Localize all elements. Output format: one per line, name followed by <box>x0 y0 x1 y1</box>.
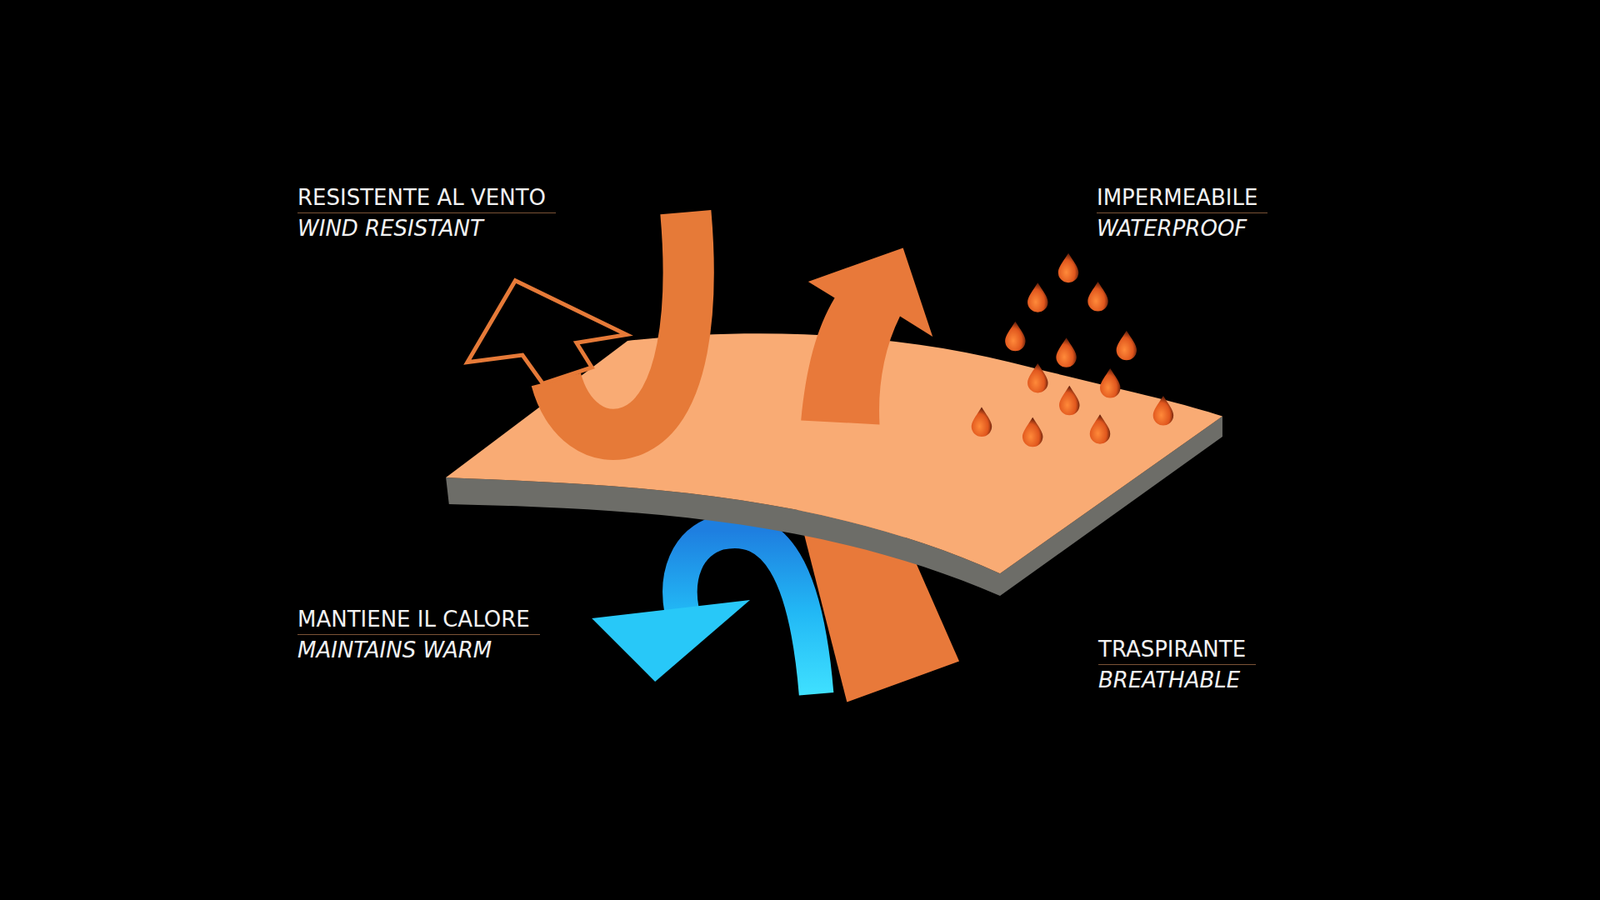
warm-arrow-head <box>591 600 750 682</box>
english-label: MAINTAINS WARM <box>297 635 540 665</box>
water-drop <box>1116 330 1137 361</box>
water-drop <box>1027 282 1048 313</box>
water-drop <box>1058 253 1079 284</box>
label-group: TRASPIRANTEBREATHABLE <box>1098 634 1256 695</box>
water-drop <box>1153 395 1174 426</box>
wind-arrow-head <box>467 280 627 385</box>
english-label: WATERPROOF <box>1096 213 1268 244</box>
water-drops <box>971 253 1174 448</box>
water-drop <box>971 407 992 438</box>
italian-label: RESISTENTE AL VENTO <box>297 182 556 214</box>
water-drop <box>1027 363 1048 394</box>
water-drop <box>1059 385 1080 416</box>
italian-label: IMPERMEABILE <box>1096 182 1268 214</box>
label-group: RESISTENTE AL VENTOWIND RESISTANT <box>297 182 556 244</box>
water-drop <box>1055 337 1076 368</box>
water-drop <box>1090 414 1110 445</box>
breathable-arrow-head <box>800 248 933 425</box>
english-label: WIND RESISTANT <box>297 213 556 244</box>
water-drop <box>1005 321 1025 352</box>
english-label: BREATHABLE <box>1098 665 1256 695</box>
water-drop <box>1022 417 1043 448</box>
label-group: MANTIENE IL CALOREMAINTAINS WARM <box>297 604 540 665</box>
water-drop <box>1100 368 1120 399</box>
water-drop <box>1087 281 1108 312</box>
label-group: IMPERMEABILEWATERPROOF <box>1096 182 1268 244</box>
italian-label: MANTIENE IL CALORE <box>297 604 540 635</box>
italian-label: TRASPIRANTE <box>1098 634 1256 665</box>
